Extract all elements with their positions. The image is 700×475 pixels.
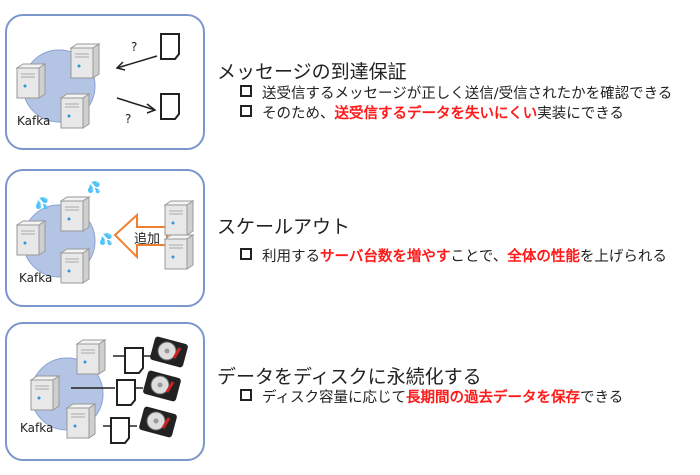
bullet-box-icon (240, 248, 252, 260)
document-icon (160, 93, 180, 120)
server-icon (76, 339, 106, 375)
kafka-label: Kafka (17, 114, 51, 128)
bullet-item: ディスク容量に応じて長期間の過去データを保存できる (240, 386, 623, 407)
persistence-diagram (30, 334, 191, 444)
section-title: スケールアウト (217, 216, 351, 238)
bullet-item: そのため、送受信するデータを失いにくい実装にできる (240, 102, 624, 123)
sweat-icon: 💦 (99, 232, 113, 246)
kafka-label: Kafka (19, 271, 53, 285)
section-title: データをディスクに永続化する (217, 366, 482, 388)
server-icon (16, 220, 46, 256)
server-icon (164, 200, 194, 236)
document-icon (124, 347, 144, 374)
hard-disk-icon (136, 404, 180, 440)
bullet-item: 利用するサーバ台数を増やすことで、全体の性能を上げられる (240, 245, 667, 266)
bullet-box-icon (240, 85, 252, 97)
server-icon (30, 375, 60, 411)
delivery-diagram (16, 33, 180, 129)
question-mark: ? (125, 112, 132, 126)
document-icon (116, 379, 136, 406)
server-icon (60, 196, 90, 232)
arrow-icon (116, 97, 156, 111)
panel-persistence: Kafka (5, 322, 205, 461)
panel-scale-out: 💦 💦 💦 Kafka 追加 (5, 169, 205, 307)
scale-out-diagram: 💦 💦 💦 (16, 180, 194, 284)
question-mark: ? (131, 40, 138, 54)
section-title: メッセージの到達保証 (217, 61, 407, 83)
server-icon (70, 43, 100, 79)
bullet-item: 送受信するメッセージが正しく送信/受信されたかを確認できる (240, 82, 672, 103)
server-icon (60, 248, 90, 284)
kafka-label: Kafka (20, 421, 54, 435)
document-icon (110, 417, 130, 444)
server-icon (16, 63, 46, 99)
hard-disk-icon (140, 368, 184, 404)
panel-delivery-guarantee: Kafka ? ? (5, 14, 205, 150)
bullet-box-icon (240, 105, 252, 117)
sweat-icon: 💦 (35, 196, 49, 210)
sweat-icon: 💦 (87, 180, 101, 194)
hard-disk-icon (147, 334, 191, 370)
add-arrow-icon (113, 212, 168, 260)
add-label: 追加 (134, 232, 161, 247)
arrow-icon (116, 55, 158, 69)
server-icon (66, 403, 96, 439)
server-icon (164, 234, 194, 270)
server-icon (60, 93, 90, 129)
document-icon (160, 33, 180, 60)
bullet-box-icon (240, 389, 252, 401)
